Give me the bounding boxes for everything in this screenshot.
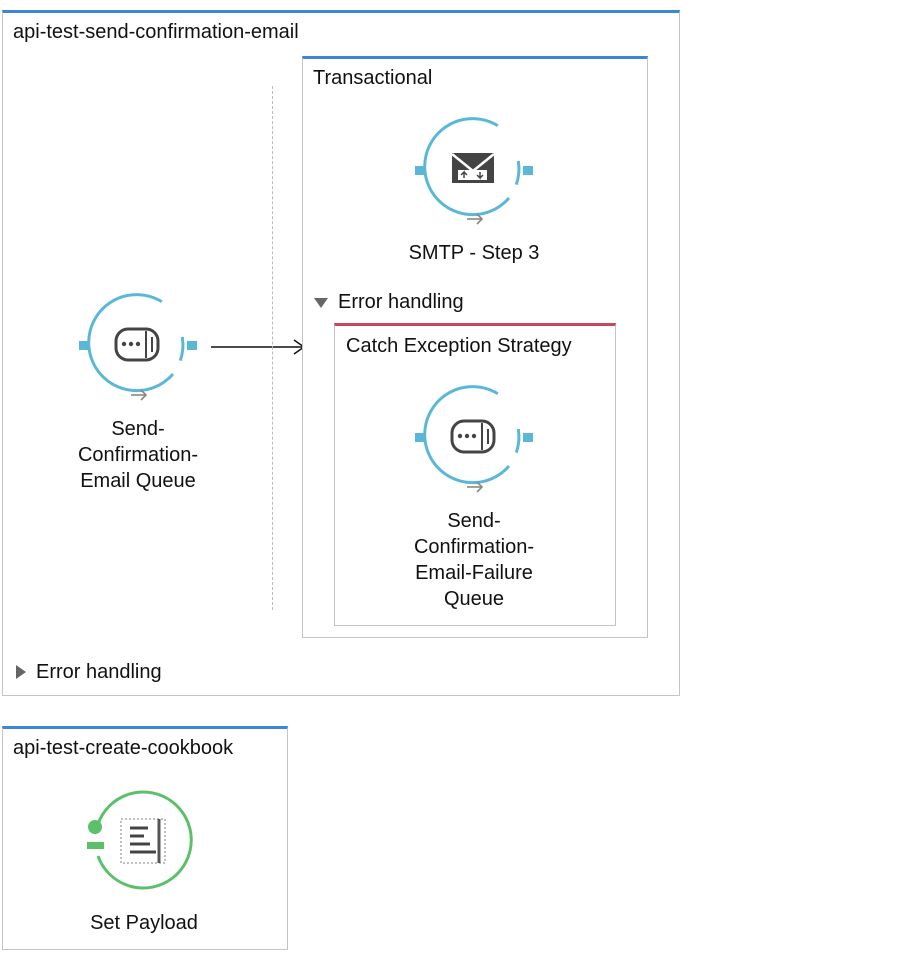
flow-title: api-test-send-confirmation-email [13, 21, 299, 43]
flow-title: api-test-create-cookbook [13, 737, 234, 759]
error-handling-label: Error handling [338, 291, 464, 313]
transactional-title: Transactional [313, 67, 433, 89]
flow-arrow [467, 213, 484, 225]
source-divider [272, 86, 273, 610]
catch-exception-strategy[interactable]: Catch Exception Strategy [334, 323, 616, 626]
queue-endpoint-icon [450, 419, 496, 454]
smtp-node[interactable] [412, 116, 536, 228]
catch-title: Catch Exception Strategy [346, 335, 572, 357]
set-payload-icon [120, 818, 166, 864]
expanded-triangle-icon [314, 298, 328, 308]
collapsed-triangle-icon [16, 665, 26, 679]
smtp-envelope-icon [451, 153, 495, 183]
failure-queue-label: Send- Confirmation- Email-Failure Queue [413, 510, 535, 610]
smtp-label: SMTP - Step 3 [408, 242, 540, 264]
error-handling-label: Error handling [36, 661, 162, 683]
transactional-error-handling-toggle[interactable]: Error handling [314, 290, 464, 314]
set-payload-label: Set Payload [90, 912, 198, 934]
queue-endpoint-icon [114, 327, 160, 362]
flow-arrow [467, 481, 484, 493]
set-payload-node[interactable] [84, 786, 200, 892]
failure-queue-node[interactable] [412, 384, 536, 496]
flow-arrow [131, 389, 148, 401]
source-queue-label: Send- Confirmation- Email Queue [77, 418, 199, 492]
source-queue-node[interactable] [76, 292, 200, 404]
flow-api-test-create-cookbook[interactable]: api-test-create-cookbook [2, 726, 288, 950]
flow-error-handling-toggle[interactable]: Error handling [16, 660, 162, 684]
flow-connection-arrow [211, 339, 306, 355]
